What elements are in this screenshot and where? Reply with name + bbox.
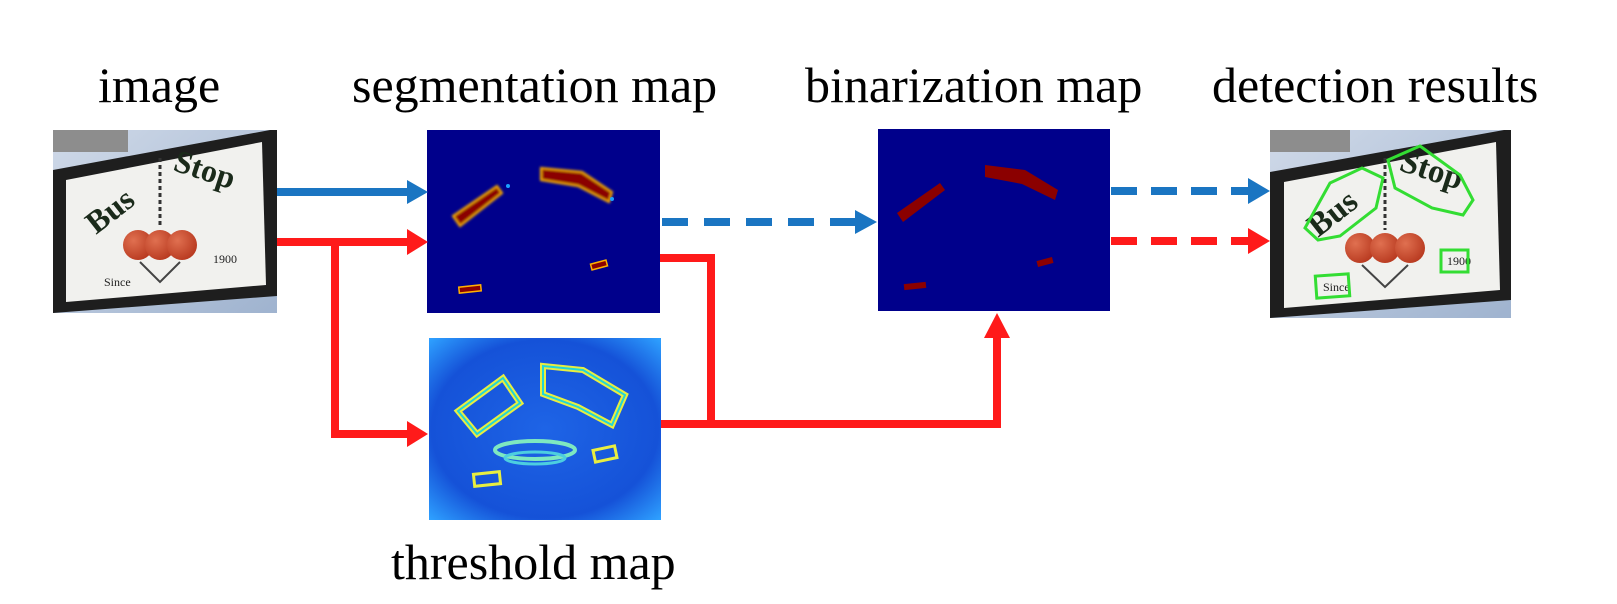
threshold-map [429, 338, 661, 520]
binarization-map-title: binarization map [805, 57, 1143, 113]
segmentation-map [427, 130, 660, 313]
detection-sign-since: Since [1323, 280, 1350, 294]
binarization-map [878, 129, 1110, 311]
red-arrow-image-to-segmentation [277, 229, 428, 255]
blue-dashed-arrow-binarization-to-detection [1111, 178, 1270, 204]
blue-dashed-arrow-segmentation-to-binarization [662, 210, 877, 234]
red-arrow-image-to-threshold [331, 242, 428, 447]
detection-results-title: detection results [1212, 57, 1539, 113]
sign-since: Since [104, 275, 131, 289]
detection-image: Bus Stop Since 1900 [1270, 130, 1511, 318]
blue-arrow-image-to-segmentation [277, 180, 428, 204]
input-image: Bus Stop Since 1900 [53, 130, 277, 313]
red-arrow-maps-to-binarization [660, 254, 1010, 428]
red-dashed-arrow-binarization-to-detection [1111, 228, 1270, 254]
detection-sign-year: 1900 [1447, 254, 1471, 268]
sign-year: 1900 [213, 252, 237, 266]
image-title: image [98, 57, 221, 113]
threshold-map-title: threshold map [391, 534, 676, 590]
segmentation-map-title: segmentation map [352, 57, 718, 113]
